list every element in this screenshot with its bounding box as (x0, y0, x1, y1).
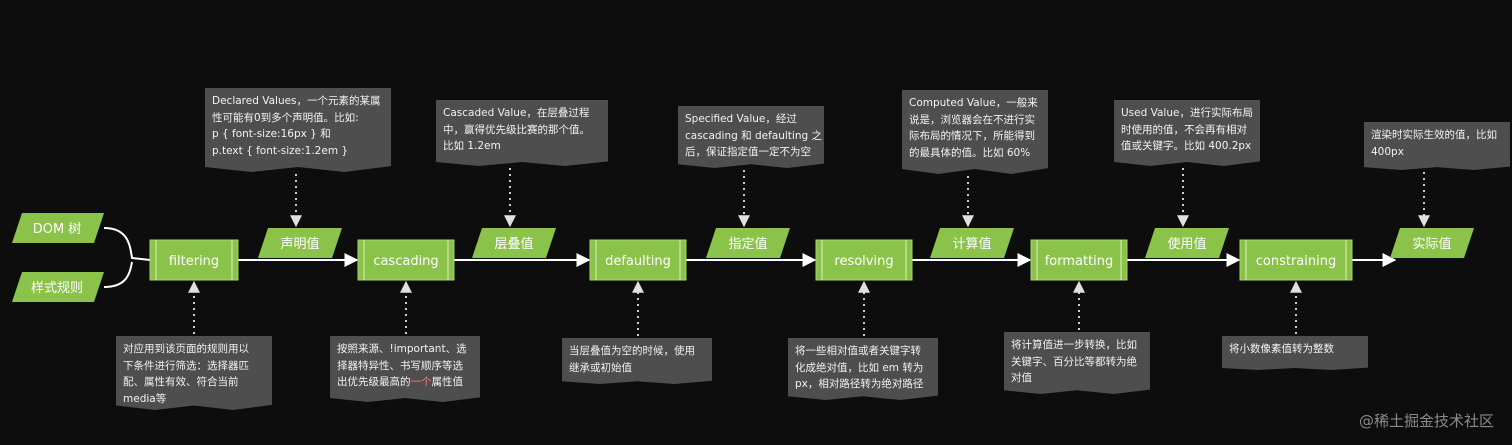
note-line: 下条件进行筛选：选择器匹 (123, 359, 249, 372)
note-line: 继承或初始值 (569, 361, 632, 374)
output-label-specified: 指定值 (728, 236, 767, 252)
output-shape (930, 228, 1014, 258)
output-shape (706, 228, 790, 258)
cascading-note: 按照来源、!important、选 择器特异性、书写顺序等选 出优先级最高的一个… (330, 336, 480, 402)
note-line: 中，赢得优先级比赛的那个值。 (443, 123, 590, 136)
process-box (357, 239, 455, 281)
process-cascading: cascading (357, 239, 455, 281)
note-line: p.text { font-size:1.2em } (212, 144, 349, 157)
output-used: 使用值 (1145, 228, 1229, 258)
actual-value-note: 渲染时实际生效的值，比如 400px (1364, 122, 1510, 170)
computed-value-note: Computed Value，一般来 说是，浏览器会在不进行实 际布局的情况下，… (902, 90, 1048, 174)
note-line: 将一些相对值或者关键字转 (795, 345, 921, 357)
output-specified: 指定值 (706, 228, 790, 258)
note-line: 的最具体的值。比如 60% (909, 146, 1031, 159)
note-line: Computed Value，一般来 (909, 97, 1038, 109)
note-line: 400px (1371, 145, 1404, 158)
note-line: 际布局的情况下，所能得到 (909, 130, 1035, 142)
note-line: 渲染时实际生效的值，比如 (1371, 129, 1497, 141)
note-line: 说是，浏览器会在不进行实 (909, 113, 1035, 126)
note-line: 对值 (1011, 372, 1032, 384)
merge-line-rules (103, 261, 133, 288)
input-style-rules: 样式规则 (12, 272, 104, 302)
note-line: 当层叠值为空的时候，使用 (569, 345, 695, 357)
output-shape (1390, 228, 1474, 258)
output-label-computed: 计算值 (952, 236, 991, 252)
process-box (1239, 239, 1353, 281)
process-formatting: formatting (1030, 239, 1128, 281)
note-line: 后，保证指定值一定不为空 (685, 146, 811, 158)
note-line: 关键字、百分比等都转为绝 (1011, 355, 1137, 368)
defaulting-note: 当层叠值为空的时候，使用 继承或初始值 (562, 338, 712, 384)
dotted-connectors (188, 168, 1430, 336)
process-boxes: filtering cascading defaulting resolving for… (149, 239, 1353, 281)
note-line: Used Value，进行实际布局 (1121, 107, 1253, 119)
input-dom-tree-label: DOM 树 (33, 222, 82, 237)
note-line: p { font-size:16px } 和 (212, 128, 331, 140)
process-box (149, 239, 239, 281)
note-line: Cascaded Value，在层叠过程 (443, 107, 590, 119)
process-filtering: filtering (149, 239, 239, 281)
output-cascaded: 层叠值 (472, 228, 556, 258)
resolving-note: 将一些相对值或者关键字转 化成绝对值，比如 em 转为 px，相对路径转为绝对路… (788, 338, 938, 400)
formatting-note: 将计算值进一步转换，比如 关键字、百分比等都转为绝 对值 (1004, 332, 1150, 394)
output-shape (472, 228, 556, 258)
process-defaulting: defaulting (589, 239, 687, 281)
note-line: cascading 和 defaulting 之 (685, 129, 822, 142)
process-label-resolving: resolving (834, 254, 893, 269)
output-label-declared: 声明值 (280, 236, 319, 252)
output-label-used: 使用值 (1167, 236, 1206, 252)
output-actual: 实际值 (1390, 228, 1474, 258)
process-label-defaulting: defaulting (605, 254, 671, 269)
note-line: Declared Values，一个元素的某属 (212, 95, 381, 107)
process-label-filtering: filtering (169, 254, 219, 269)
output-shape (258, 228, 342, 258)
note-line: 将计算值进一步转换，比如 (1011, 339, 1137, 351)
output-label-cascaded: 层叠值 (494, 236, 533, 252)
process-label-formatting: formatting (1045, 254, 1114, 269)
output-shape (1145, 228, 1229, 258)
process-constraining: constraining (1239, 239, 1353, 281)
note-line: 化成绝对值，比如 em 转为 (795, 361, 924, 374)
output-computed: 计算值 (930, 228, 1014, 258)
note-text: 出优先级最高的 (337, 376, 411, 388)
note-line: px，相对路径转为绝对路径 (795, 378, 924, 390)
cascaded-value-note: Cascaded Value，在层叠过程 中，赢得优先级比赛的那个值。 比如 1… (436, 100, 608, 166)
input-style-rules-label: 样式规则 (31, 281, 83, 296)
watermark: @稀土掘金技术社区 (1358, 412, 1494, 430)
process-label-constraining: constraining (1256, 254, 1336, 269)
process-box (815, 239, 913, 281)
output-shapes: 声明值 层叠值 指定值 计算值 使用值 实际值 (258, 228, 1474, 258)
note-text: 属性值 (431, 376, 464, 388)
filtering-note: 对应用到该页面的规则用以 下条件进行筛选：选择器匹 配、属性有效、符合当前 me… (116, 336, 272, 410)
note-line: Specified Value，经过 (685, 113, 797, 125)
output-declared: 声明值 (258, 228, 342, 258)
note-line: 出优先级最高的一个属性值 (337, 374, 474, 391)
highlight-text: 一个 (410, 376, 432, 388)
note-line: 比如 1.2em (443, 140, 501, 152)
process-box (589, 239, 687, 281)
note-line: 值或关键字。比如 400.2px (1121, 140, 1252, 152)
note-line: 择器特异性、书写顺序等选 (337, 359, 463, 372)
merge-line-dom (103, 227, 151, 261)
note-line: 将小数像素值转为整数 (1229, 343, 1334, 355)
note-line: 性可能有0到多个声明值。比如: (212, 111, 359, 124)
input-dom-tree: DOM 树 (12, 213, 104, 243)
constraining-note: 将小数像素值转为整数 (1222, 336, 1368, 370)
note-line: media等 (123, 392, 167, 405)
process-label-cascading: cascading (373, 254, 438, 269)
output-label-actual: 实际值 (1412, 236, 1451, 252)
specified-value-note: Specified Value，经过 cascading 和 defaultin… (678, 106, 824, 168)
declared-values-note: Declared Values，一个元素的某属 性可能有0到多个声明值。比如: … (205, 88, 391, 172)
note-line: 按照来源、!important、选 (337, 343, 467, 355)
note-line: 对应用到该页面的规则用以 (123, 343, 249, 355)
used-value-note: Used Value，进行实际布局 时使用的值，不会再有相对 值或关键字。比如 … (1114, 100, 1260, 166)
note-line: 配、属性有效、符合当前 (123, 376, 239, 388)
process-resolving: resolving (815, 239, 913, 281)
note-line: 时使用的值，不会再有相对 (1121, 123, 1247, 136)
process-box (1030, 239, 1128, 281)
